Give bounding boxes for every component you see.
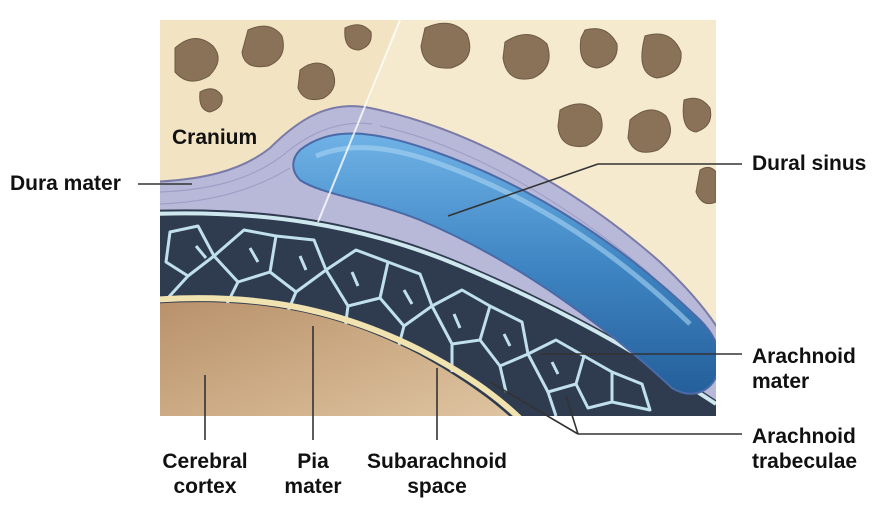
leader-trabeculae-a — [489, 381, 579, 435]
label-arachnoid-mater-line1: Arachnoid — [752, 345, 856, 368]
trabeculae-web — [164, 224, 652, 416]
label-subarachnoid-space: Subarachnoid space — [362, 449, 512, 499]
label-arachnoid-trabeculae-line2: trabeculae — [752, 450, 858, 473]
dural-sinus-vessel — [292, 132, 716, 395]
dural-sinus-highlight — [315, 145, 692, 326]
label-cerebral-cortex: Cerebral cortex — [155, 449, 255, 499]
leader-lines — [138, 163, 742, 440]
bone-pores — [174, 22, 716, 205]
pia-mater-layer — [160, 295, 522, 416]
dura-fibers — [160, 122, 651, 275]
label-cranium-text: Cranium — [172, 126, 258, 149]
label-subarachnoid-space-line2: space — [407, 475, 467, 498]
label-arachnoid-trabeculae: Arachnoid trabeculae — [752, 424, 857, 474]
label-arachnoid-trabeculae-line1: Arachnoid — [752, 425, 856, 448]
label-cerebral-cortex-line2: cortex — [173, 475, 237, 498]
cerebral-cortex — [160, 302, 510, 416]
label-dura-mater-text: Dura mater — [10, 172, 121, 195]
label-pia-mater-line2: mater — [284, 475, 342, 498]
leader-trabeculae-b — [565, 395, 579, 435]
label-cerebral-cortex-line1: Cerebral — [162, 450, 248, 473]
label-subarachnoid-space-line1: Subarachnoid — [366, 450, 508, 473]
leader-dural-sinus-diag — [447, 163, 599, 217]
label-pia-mater: Pia mater — [273, 449, 353, 499]
label-pia-mater-line1: Pia — [297, 450, 329, 473]
label-cranium: Cranium — [172, 125, 257, 150]
label-dural-sinus-text: Dural sinus — [752, 152, 867, 175]
label-arachnoid-mater: Arachnoid mater — [752, 344, 856, 394]
label-dura-mater: Dura mater — [10, 171, 121, 196]
label-dural-sinus: Dural sinus — [752, 151, 866, 176]
label-arachnoid-mater-line2: mater — [752, 370, 810, 393]
cut-line — [317, 20, 401, 223]
